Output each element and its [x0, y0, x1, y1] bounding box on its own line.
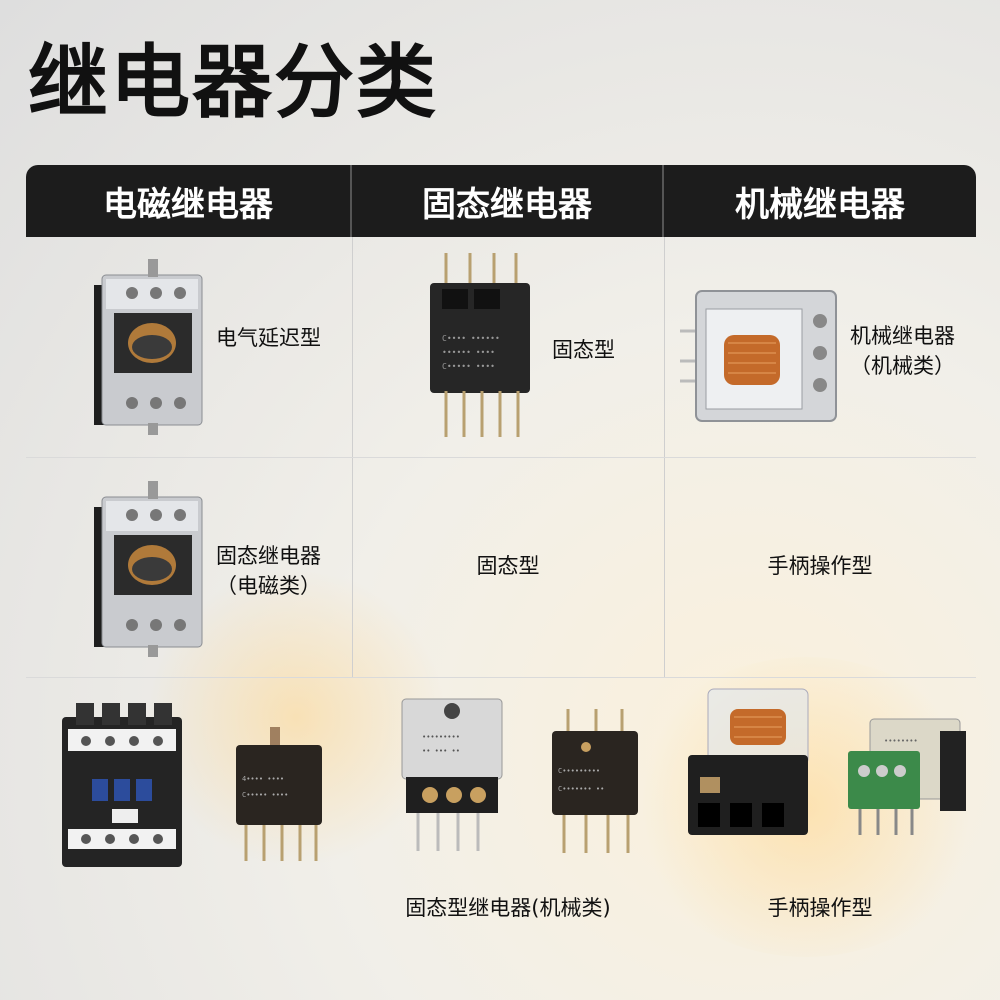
grid-cell-r1-c1: 电气延迟型 — [26, 237, 352, 457]
svg-text:C•••••••••: C••••••••• — [558, 767, 600, 775]
grid-cell-r3-c3: •••••••• 手柄操作型 — [664, 677, 976, 955]
time-delay-relay-icon — [94, 481, 203, 657]
svg-text:•••••• ••••: •••••• •••• — [442, 348, 495, 357]
svg-text:C••••••• ••: C••••••• •• — [558, 785, 604, 793]
column-header-electromagnetic: 电磁继电器 — [26, 165, 352, 237]
svg-text:•••••••••: ••••••••• — [422, 733, 460, 741]
contactor-icon — [62, 703, 182, 867]
relay-type-label: 固态型 — [552, 338, 615, 362]
svg-text:4•••• ••••: 4•••• •••• — [242, 775, 284, 783]
time-delay-relay-icon — [94, 259, 203, 435]
svg-text:C••••• ••••: C••••• •••• — [242, 791, 288, 799]
grid-cell-r3-c2: ••••••••• •• ••• •• C••••••••• C••••••• … — [352, 677, 664, 955]
din-rail-relay-icon: •••••••• — [848, 718, 966, 835]
terminal-relay-icon: ••••••••• •• ••• •• — [401, 698, 503, 851]
relay-type-label: 固态型继电器(机械类) — [405, 896, 611, 920]
open-frame-relay-icon — [680, 290, 837, 422]
page-title: 继电器分类 — [28, 36, 438, 129]
grid-cell-r2-c1: 固态继电器 （电磁类） — [26, 457, 352, 677]
relay-type-label: 固态继电器 （电磁类） — [216, 544, 321, 598]
column-header-solid-state: 固态继电器 — [352, 165, 664, 237]
pcb-relay-icon: 4•••• •••• C••••• •••• — [236, 727, 322, 861]
clear-cover-relay-icon — [688, 688, 809, 835]
grid-cell-r2-c2: 固态型 — [352, 457, 664, 677]
relay-grid: 电气延迟型 C•••• •••••• •••••• •••• C••••• ••… — [26, 237, 986, 957]
pcb-relay-icon: C••••••••• C••••••• •• — [552, 709, 638, 853]
column-header-mechanical: 机械继电器 — [735, 184, 905, 225]
svg-text:•• ••• ••: •• ••• •• — [422, 747, 460, 755]
relay-type-label: 电气延迟型 — [216, 326, 321, 350]
relay-type-label: 机械继电器 （机械类） — [850, 324, 955, 378]
solid-state-relay-icon: C•••• •••••• •••••• •••• C••••• •••• — [430, 253, 530, 437]
svg-text:••••••••: •••••••• — [884, 737, 918, 745]
grid-cell-r1-c2: C•••• •••••• •••••• •••• C••••• •••• 固态型 — [352, 237, 664, 457]
grid-cell-r2-c3: 手柄操作型 — [664, 457, 976, 677]
grid-cell-r1-c3: 机械继电器 （机械类） — [664, 237, 976, 457]
relay-type-label: 手柄操作型 — [767, 896, 873, 920]
row-divider — [26, 677, 976, 678]
svg-text:C•••• ••••••: C•••• •••••• — [442, 334, 500, 343]
row-divider — [26, 457, 976, 458]
svg-text:C••••• ••••: C••••• •••• — [442, 362, 495, 371]
relay-type-label: 固态型 — [476, 554, 540, 578]
table-header: 电磁继电器 固态继电器 机械继电器 — [26, 165, 976, 237]
relay-type-label: 手柄操作型 — [767, 554, 873, 578]
grid-cell-r3-c1: 4•••• •••• C••••• •••• — [26, 677, 352, 955]
